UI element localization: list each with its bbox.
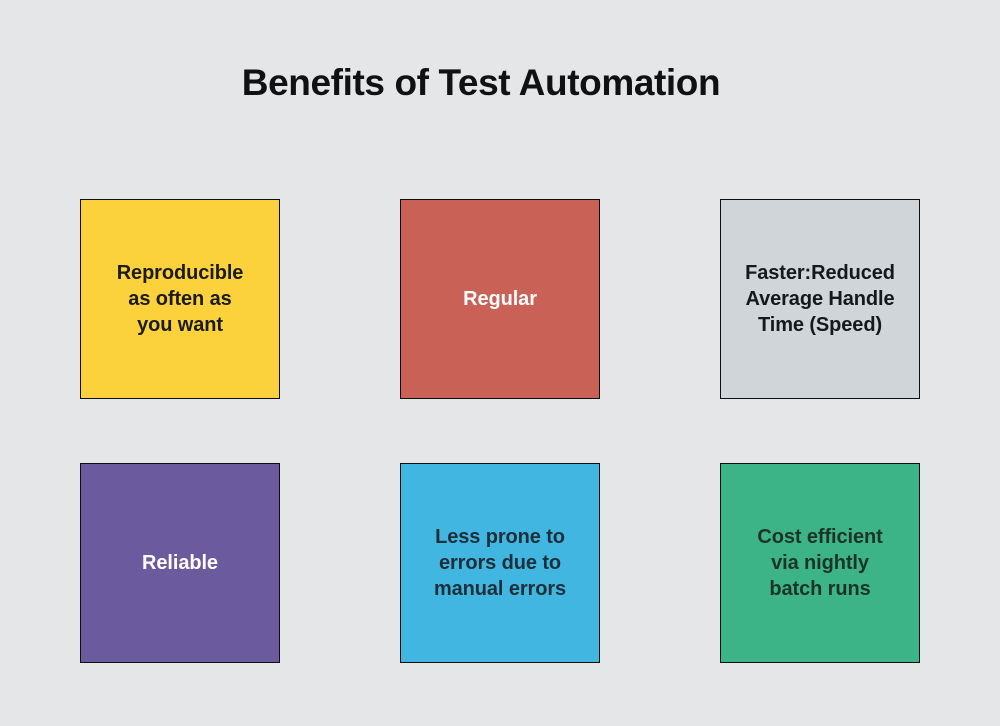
benefit-box-less-errors: Less prone to errors due to manual error…: [400, 463, 600, 663]
benefit-box-label: Faster:Reduced Average Handle Time (Spee…: [745, 262, 895, 336]
benefit-box-label: Cost efficient via nightly batch runs: [757, 526, 883, 600]
benefit-box-label: Less prone to errors due to manual error…: [433, 526, 567, 600]
benefit-box-reproducible: Reproducible as often as you want: [80, 199, 280, 399]
benefit-box-faster-aht: Faster:Reduced Average Handle Time (Spee…: [720, 199, 920, 399]
benefit-box-label: Reliable: [142, 552, 218, 574]
benefit-box-cost-efficient: Cost efficient via nightly batch runs: [720, 463, 920, 663]
benefit-box-regular: Regular: [400, 199, 600, 399]
benefit-box-reliable: Reliable: [80, 463, 280, 663]
benefit-box-label: Reproducible as often as you want: [116, 262, 244, 336]
page-title: Benefits of Test Automation: [241, 62, 721, 103]
benefit-box-label: Regular: [463, 288, 537, 310]
